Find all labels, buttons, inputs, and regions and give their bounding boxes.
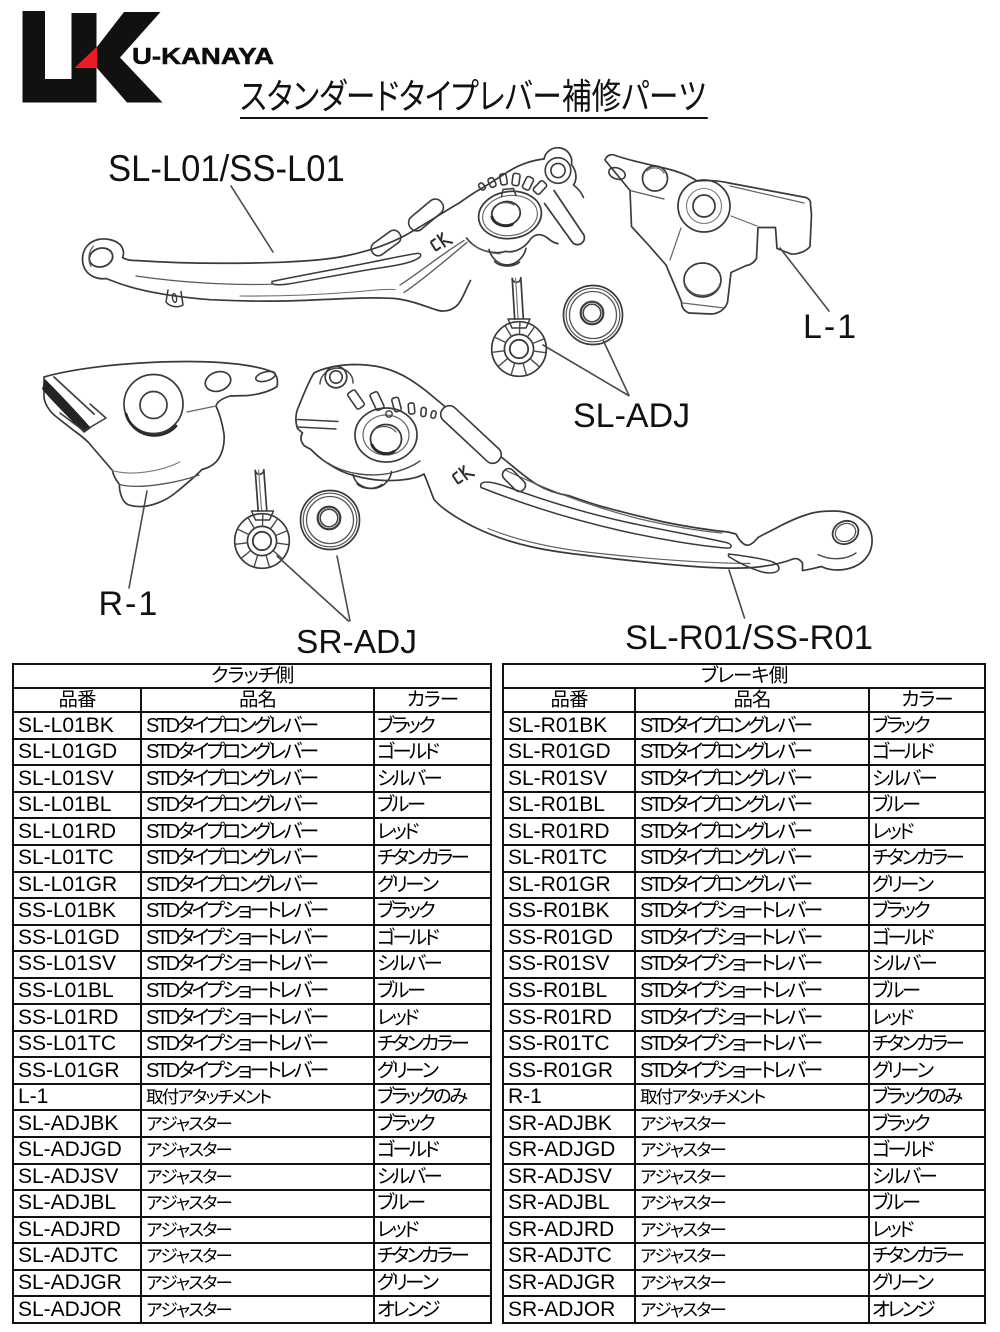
svg-text:U-KANAYA: U-KANAYA [132,43,274,69]
